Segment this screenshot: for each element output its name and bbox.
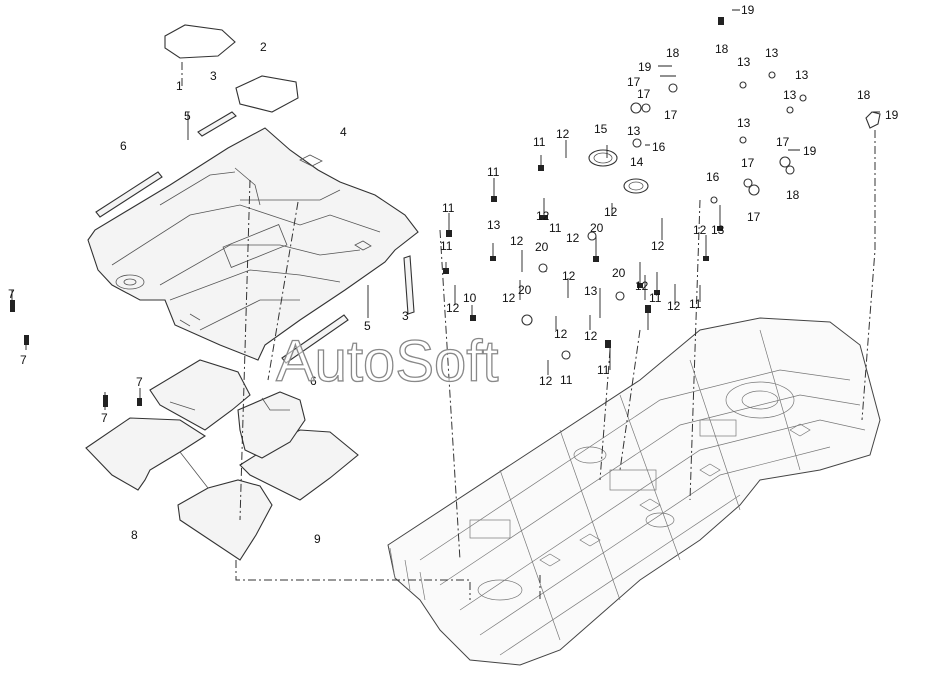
callout-17: 17	[747, 210, 761, 224]
grommet-15	[588, 149, 618, 167]
callout-11: 11	[487, 165, 500, 179]
callout-16: 16	[706, 170, 720, 184]
callout-7: 7	[8, 287, 15, 301]
callout-13: 13	[737, 55, 751, 69]
callout-12: 12	[584, 329, 598, 343]
callout-13: 13	[627, 124, 641, 138]
callout-12: 12	[539, 374, 553, 388]
callout-1: 1	[176, 79, 183, 93]
callout-12: 12	[556, 127, 570, 141]
callout-8: 8	[131, 528, 138, 542]
callout-11: 11	[440, 239, 453, 253]
callout-6: 6	[120, 139, 127, 153]
floor-carpet	[87, 127, 419, 361]
callout-20: 20	[590, 221, 604, 235]
callout-6: 6	[310, 374, 317, 388]
callout-12: 12	[554, 327, 568, 341]
callout-12: 12	[667, 299, 681, 313]
floor-mat-9	[149, 359, 359, 501]
callout-5: 5	[364, 319, 371, 333]
callout-3: 3	[210, 69, 217, 83]
callout-13: 13	[487, 218, 501, 232]
callout-12: 12	[510, 234, 524, 248]
callout-11: 11	[597, 363, 610, 377]
callout-12: 12	[502, 291, 516, 305]
sill-strip-3-upper	[197, 111, 237, 137]
sill-strip-6-upper	[95, 171, 163, 218]
callout-9: 9	[314, 532, 321, 546]
callout-3: 3	[402, 309, 409, 323]
callout-7: 7	[136, 375, 143, 389]
sill-strip-6-lower	[281, 314, 349, 364]
callout-19: 19	[741, 3, 755, 17]
callout-13: 13	[711, 223, 725, 237]
callout-12: 12	[536, 209, 550, 223]
callout-12: 12	[635, 279, 649, 293]
callout-18: 18	[857, 88, 871, 102]
body-floor-frame	[387, 317, 881, 666]
callout-18: 18	[715, 42, 729, 56]
callout-14: 14	[630, 155, 644, 169]
callout-11: 11	[533, 135, 546, 149]
callout-19: 19	[803, 144, 817, 158]
callout-2: 2	[260, 40, 267, 54]
callout-4: 4	[340, 125, 347, 139]
callout-19: 19	[638, 60, 652, 74]
callout-18: 18	[786, 188, 800, 202]
callout-7: 7	[20, 353, 27, 367]
callout-17: 17	[776, 135, 790, 149]
callout-11: 11	[689, 297, 702, 311]
callout-17: 17	[627, 75, 641, 89]
sill-strip-3-lower	[403, 255, 415, 315]
callout-16: 16	[652, 140, 666, 154]
assembly-lines	[181, 62, 876, 600]
fasteners	[10, 9, 881, 410]
callout-13: 13	[584, 284, 598, 298]
callout-12: 12	[446, 301, 460, 315]
callout-5: 5	[184, 109, 191, 123]
callout-20: 20	[612, 266, 626, 280]
callout-10: 10	[463, 291, 477, 305]
callout-12: 12	[566, 231, 580, 245]
grommet-14	[623, 178, 649, 194]
floor-mat-8	[85, 417, 273, 561]
callout-18: 18	[666, 46, 680, 60]
pad-2	[235, 75, 299, 113]
callout-11: 11	[442, 201, 455, 215]
callout-13: 13	[765, 46, 779, 60]
pad-1	[164, 24, 236, 59]
callout-17: 17	[741, 156, 755, 170]
callout-17: 17	[637, 87, 651, 101]
callout-11: 11	[549, 221, 562, 235]
callout-11: 11	[649, 291, 662, 305]
callout-11: 11	[560, 373, 573, 387]
callout-20: 20	[535, 240, 549, 254]
callout-12: 12	[693, 223, 707, 237]
callout-15: 15	[594, 122, 608, 136]
callout-17: 17	[664, 108, 678, 122]
callout-12: 12	[562, 269, 576, 283]
callout-19: 19	[885, 108, 899, 122]
watermark-text: AutoSoft	[276, 329, 498, 394]
callout-labels: 1 2 3 3 4 5 5 6 6 7 7 7 7 8 9 10 11 11 1…	[8, 3, 899, 546]
callout-13: 13	[795, 68, 809, 82]
callout-12: 12	[604, 205, 618, 219]
callout-13: 13	[783, 88, 797, 102]
callout-13: 13	[737, 116, 751, 130]
callout-7: 7	[101, 411, 108, 425]
callout-20: 20	[518, 283, 532, 297]
callout-12: 12	[651, 239, 665, 253]
